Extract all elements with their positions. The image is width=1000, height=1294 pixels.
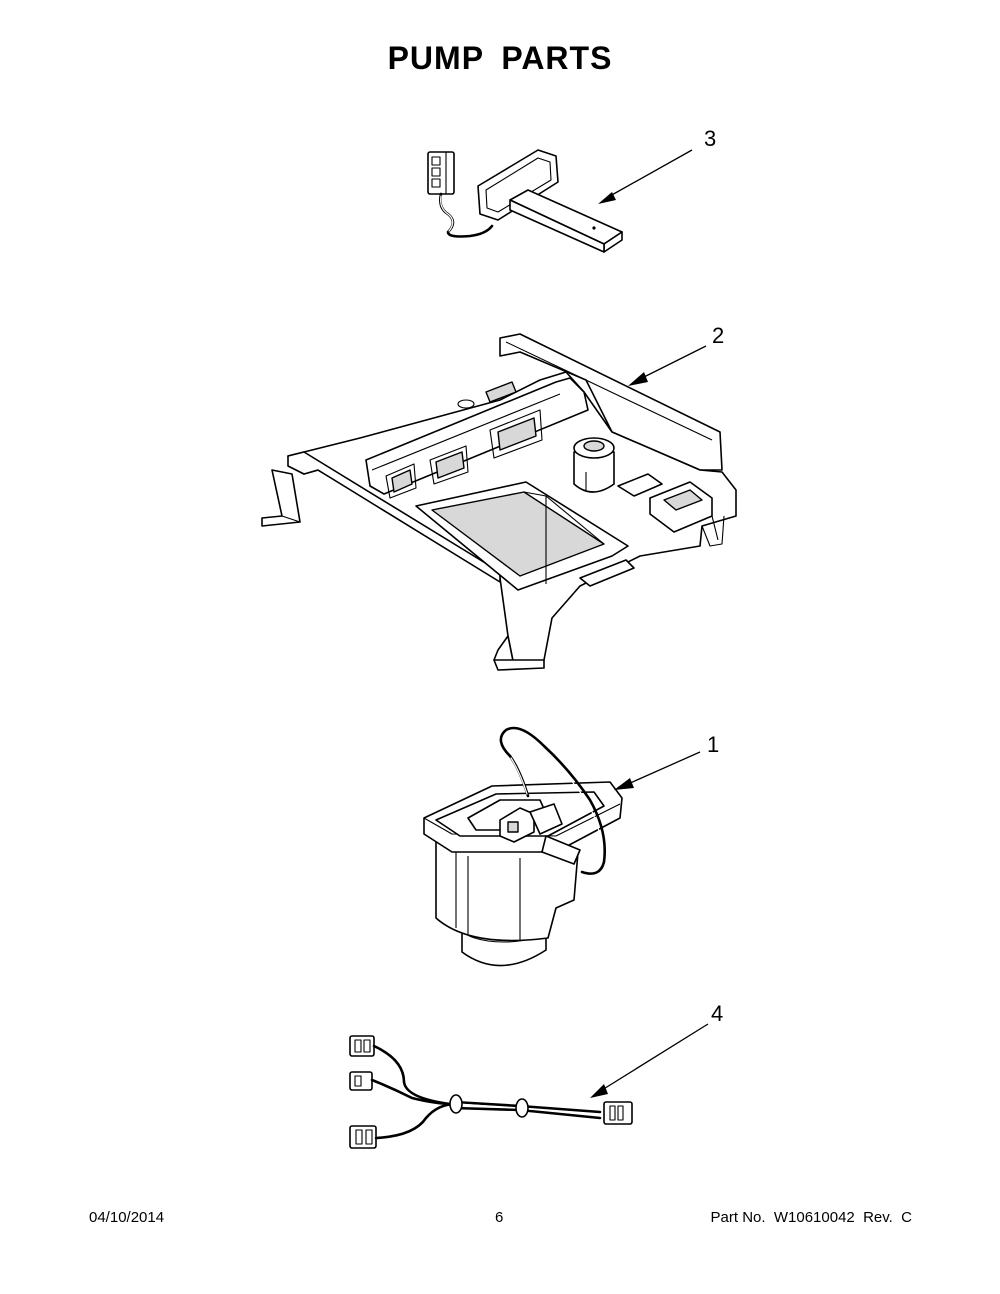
part-3-probe [509,189,623,253]
part-3-housing [477,149,559,221]
part-3-connector [427,151,455,195]
part-2-pump-tray[interactable] [261,333,737,671]
footer-page-number: 6 [495,1209,504,1226]
part-3-sensor[interactable] [427,149,623,253]
page-title: PUMP PARTS [387,40,613,76]
callout-4: 4 [711,1001,724,1026]
part-1-pump[interactable] [423,726,623,967]
part-4-connector-top [349,1035,375,1057]
part-4-wire-harness[interactable] [349,1035,633,1149]
part-4-connector-bottom [349,1125,377,1149]
callout-1: 1 [707,732,720,757]
callout-2: 2 [712,323,725,348]
part-4-connector-right [603,1101,633,1125]
footer-date: 04/10/2014 [89,1209,165,1226]
footer-part-number: Part No. W10610042 Rev. C [710,1209,912,1226]
part-4-connector-middle [349,1071,373,1091]
callout-3: 3 [704,126,717,151]
part-2-post [573,437,615,493]
